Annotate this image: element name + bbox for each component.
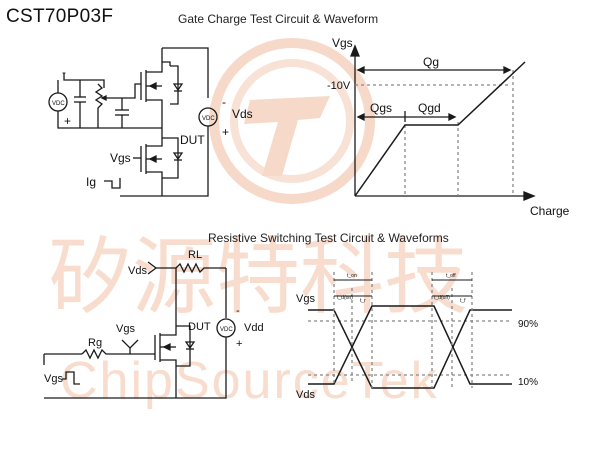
vds-wave-label: Vds <box>296 389 315 401</box>
switching-waveform: Vgs Vds 90% 10% t_on t_d(on) t_r t_off t… <box>296 272 538 401</box>
vdd-label: Vdd <box>244 322 264 334</box>
vgs-pulse-label: Vgs <box>44 373 63 385</box>
vdc-left-minus: - <box>62 65 66 79</box>
resistor-rg <box>81 348 155 360</box>
t-f-label: t_f <box>460 298 466 304</box>
t-r-label: t_r <box>360 298 366 304</box>
vds-label-top: Vds <box>232 107 253 121</box>
vgs-pulse <box>62 371 80 385</box>
dut-label-bottom: DUT <box>188 321 211 333</box>
vdd-plus: + <box>236 338 242 350</box>
vdc-bottom-label: VDC <box>220 327 233 333</box>
t-doff-label: t_d(off) <box>434 295 450 301</box>
mosfet-dut <box>140 128 184 196</box>
vdc-right-label: VDC <box>202 116 215 122</box>
vdd-minus: - <box>236 305 240 317</box>
vdc-left-plus: + <box>64 114 71 128</box>
mosfet-switching-dut <box>154 325 196 398</box>
gate-charge-circuit: VDC - + <box>48 47 253 197</box>
rg-label: Rg <box>88 337 102 349</box>
dut-label-top: DUT <box>180 133 205 147</box>
vdc-right-minus: - <box>222 95 226 109</box>
charge-axis-label: Charge <box>530 204 570 218</box>
vgs-axis-label: Vgs <box>332 36 353 50</box>
gate-charge-title: Gate Charge Test Circuit & Waveform <box>178 12 379 26</box>
gate-charge-curve <box>354 61 526 197</box>
ig-pulse <box>104 178 121 189</box>
vgs-label-bottom: Vgs <box>116 323 135 335</box>
watermark-logo-mark <box>244 96 330 176</box>
vdc-left-label: VDC <box>52 101 65 107</box>
vds-waveform <box>308 305 512 385</box>
gate-charge-waveform: Vgs Charge -10V Qg Qgs Qgd <box>327 36 570 218</box>
vds-label-bottom: Vds <box>128 265 147 277</box>
t-off-label: t_off <box>446 273 456 279</box>
qgs-label: Qgs <box>370 101 392 115</box>
part-number: CST70P03F <box>6 6 114 27</box>
pct-10-label: 10% <box>518 377 538 388</box>
mosfet-upper <box>140 48 184 110</box>
vgs-label-top: Vgs <box>110 151 131 165</box>
vgs-waveform <box>308 309 512 389</box>
resistor-rl <box>175 262 226 274</box>
watermark-logo-ring <box>209 38 375 204</box>
pct-90-label: 90% <box>518 319 538 330</box>
minus-10v-label: -10V <box>327 80 351 92</box>
ig-label: Ig <box>86 175 96 189</box>
qg-label: Qg <box>423 55 439 69</box>
rl-label: RL <box>188 249 202 261</box>
switching-title: Resistive Switching Test Circuit & Wavef… <box>208 231 449 245</box>
vgs-wave-label: Vgs <box>296 293 315 305</box>
watermark-chinese: 矽源特科技 <box>48 228 468 326</box>
qgd-label: Qgd <box>418 101 441 115</box>
watermark-logo-inner-ring <box>230 59 354 183</box>
potentiometer <box>94 83 104 128</box>
vdc-right-plus: + <box>222 125 229 139</box>
t-don-label: t_d(on) <box>337 295 353 301</box>
t-on-label: t_on <box>347 273 357 279</box>
watermark-latin: ChipSourceTek <box>60 352 439 410</box>
switching-circuit: Vds RL VDC - Vdd + DUT Vgs Rg V <box>43 249 264 399</box>
